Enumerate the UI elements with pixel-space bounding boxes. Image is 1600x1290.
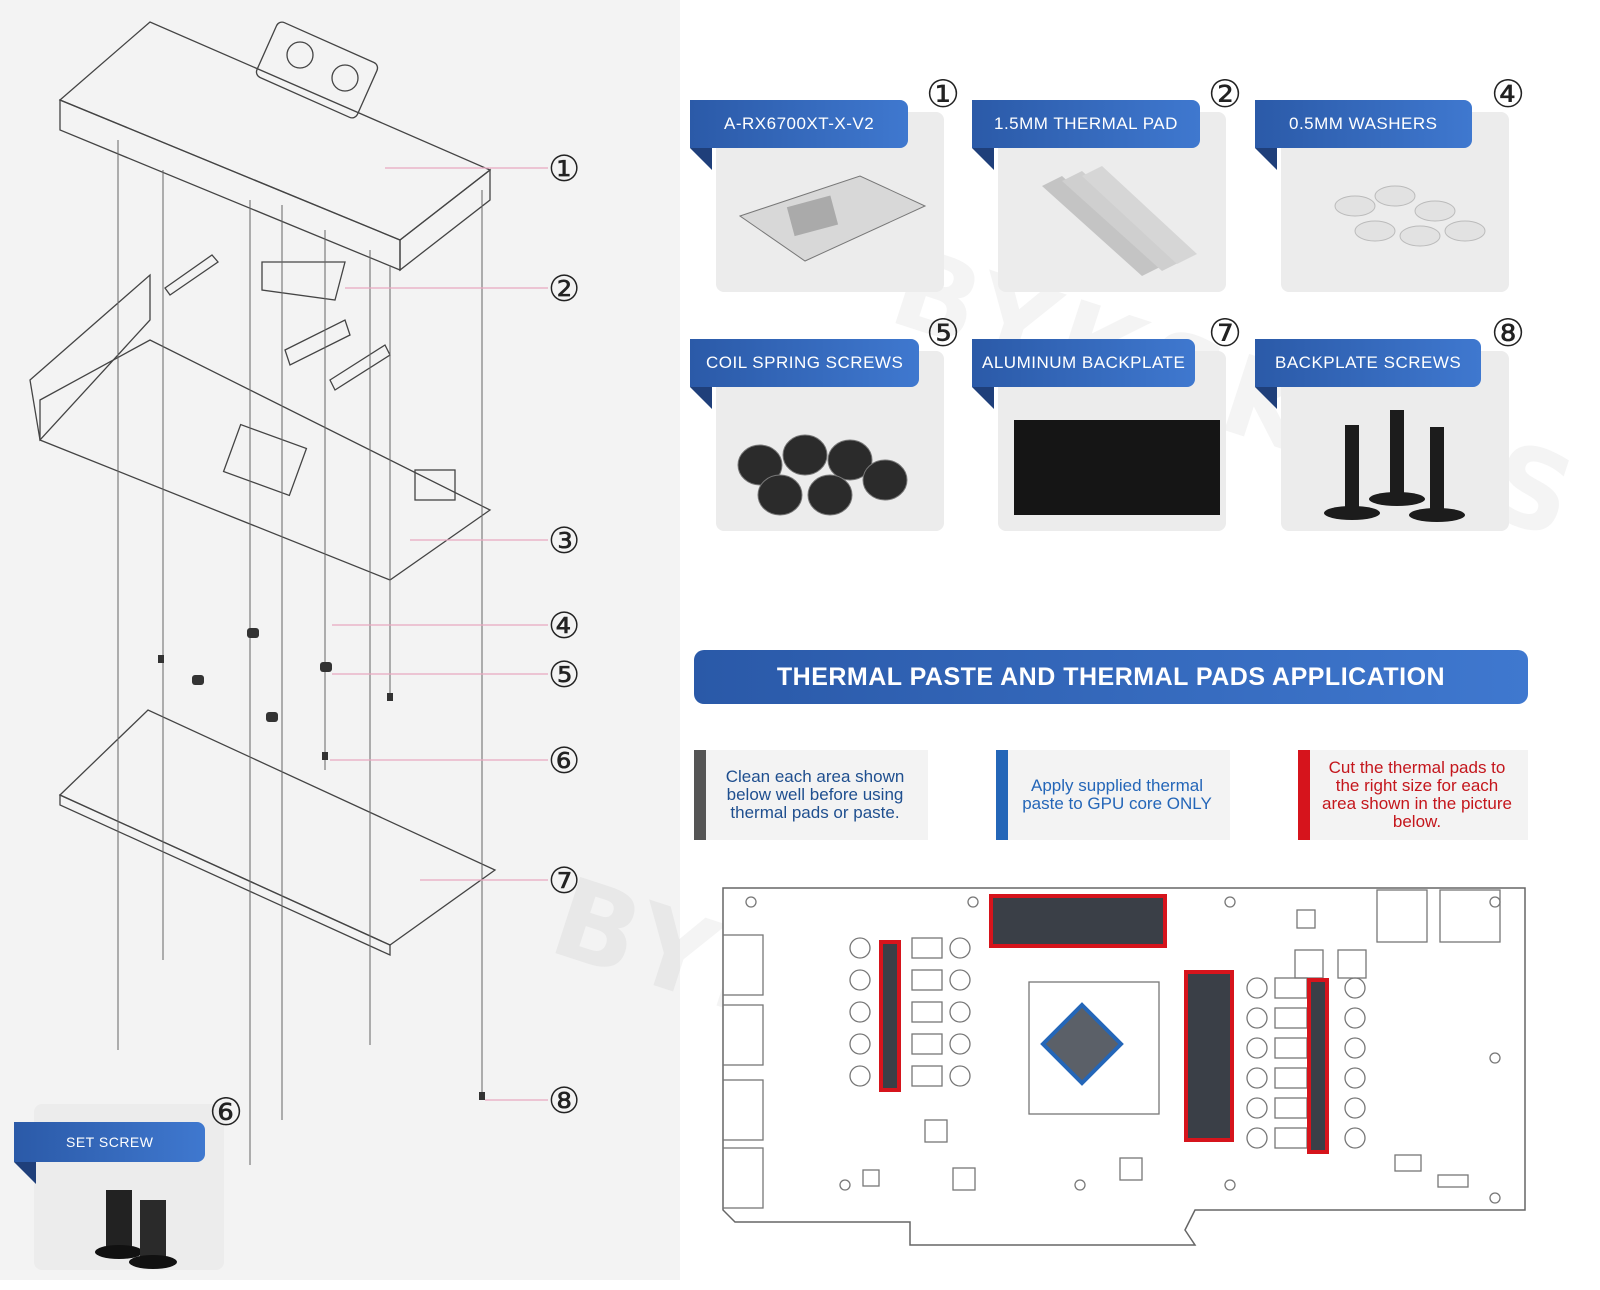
part-label: BACKPLATE SCREWS <box>1255 339 1482 387</box>
exploded-view-drawing: ① ② ③ ④ ⑤ ⑥ ⑦ ⑧ <box>29 21 580 1165</box>
part-number: ② <box>1208 72 1243 116</box>
callout-7: ⑦ <box>548 861 580 902</box>
part-card-water-block: A-RX6700XT-X-V2 ① <box>690 72 960 292</box>
note-cut-pads: Cut the thermal pads to the right size f… <box>1298 750 1528 840</box>
pcb-application-diagram <box>722 887 1526 1246</box>
port-icon <box>331 64 359 92</box>
thermal-pad-area <box>1184 970 1234 1142</box>
backplate-shape <box>58 709 497 946</box>
part-card-thermal-pad: 1.5MM THERMAL PAD ② <box>972 72 1242 292</box>
part-label: COIL SPRING SCREWS <box>690 339 920 387</box>
part-card-washers: 0.5MM WASHERS ④ <box>1255 72 1525 292</box>
water-block-top <box>58 21 492 241</box>
callout-8: ⑧ <box>548 1081 580 1122</box>
part-number: ⑤ <box>926 311 961 355</box>
thermal-pad-shape <box>284 319 351 366</box>
part-number: ⑦ <box>1208 311 1243 355</box>
part-number: ⑧ <box>1491 311 1526 355</box>
note-text: Cut the thermal pads to the right size f… <box>1322 758 1512 831</box>
water-block-side <box>59 99 401 271</box>
callout-2: ② <box>548 269 580 310</box>
backplate-image <box>1014 420 1220 515</box>
coil-screws-image <box>737 434 908 516</box>
part-number: ④ <box>1491 72 1526 116</box>
exploded-diagram-panel: ① ② ③ ④ ⑤ ⑥ ⑦ ⑧ SET SCREW ⑥ <box>0 0 680 1280</box>
washers-image <box>1334 185 1486 247</box>
thermal-application-banner: THERMAL PASTE AND THERMAL PADS APPLICATI… <box>694 650 1528 704</box>
thermal-pad-shape <box>164 254 219 296</box>
part-card-coil-spring-screws: COIL SPRING SCREWS ⑤ <box>690 311 960 531</box>
part-card-backplate-screws: BACKPLATE SCREWS ⑧ <box>1255 311 1525 531</box>
callout-4: ④ <box>548 606 580 647</box>
part-label: 1.5MM THERMAL PAD <box>972 100 1200 148</box>
set-screw-card: SET SCREW ⑥ <box>14 1090 244 1290</box>
pcb-outline <box>722 887 1526 1246</box>
thermal-pad-shape <box>261 261 346 301</box>
part-label: A-RX6700XT-X-V2 <box>690 100 909 148</box>
part-label: ALUMINUM BACKPLATE <box>972 339 1196 387</box>
io-bracket <box>29 273 151 442</box>
gpu-core-paste-area <box>1040 1002 1124 1086</box>
note-apply-paste: Apply supplied thermal paste to GPU core… <box>996 750 1230 840</box>
thermal-pad-area <box>989 894 1167 948</box>
thermal-pad-area <box>1307 978 1329 1154</box>
water-block-image <box>738 175 927 262</box>
set-screw-image <box>95 1190 177 1269</box>
note-text: Apply supplied thermal paste to GPU core… <box>1022 776 1212 813</box>
thermal-pad-shape <box>329 344 391 391</box>
callout-3: ③ <box>548 521 580 562</box>
terminal-block <box>255 21 379 119</box>
power-connector-shape <box>414 469 456 501</box>
thermal-pad-area <box>879 940 901 1092</box>
callout-1: ① <box>548 149 580 190</box>
part-label: 0.5MM WASHERS <box>1255 100 1472 148</box>
note-clean-areas: Clean each area shown below well before … <box>694 750 928 840</box>
backplate-edge <box>59 793 391 957</box>
callout-5: ⑤ <box>548 655 580 696</box>
port-icon <box>286 41 314 69</box>
backplate-screws-image <box>1324 410 1465 522</box>
part-number: ① <box>926 72 961 116</box>
part-card-backplate: ALUMINUM BACKPLATE ⑦ <box>972 311 1242 531</box>
water-block-end <box>399 168 491 272</box>
set-screw-label: SET SCREW <box>14 1122 206 1162</box>
gpu-core-shape <box>222 423 308 497</box>
callout-6: ⑥ <box>548 741 580 782</box>
note-text: Clean each area shown below well before … <box>725 767 905 822</box>
thermal-pad-image <box>1042 166 1197 276</box>
set-screw-number: ⑥ <box>209 1090 244 1134</box>
pcb-board <box>39 339 492 581</box>
